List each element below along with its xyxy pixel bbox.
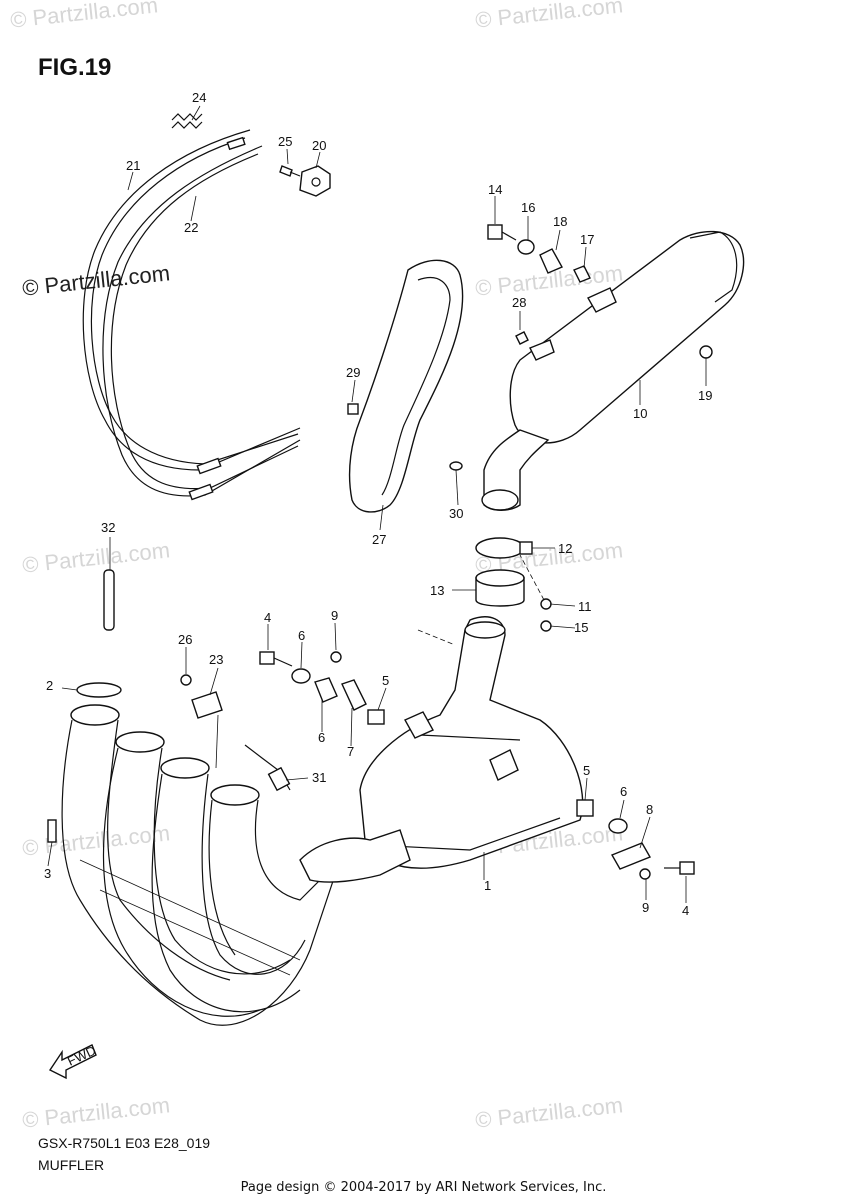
callout-5: 5 [583, 763, 590, 778]
callout-13: 13 [430, 583, 444, 598]
callout-3: 3 [44, 866, 51, 881]
exhaust-chamber [359, 616, 584, 869]
callout-25: 25 [278, 134, 292, 149]
callout-16: 16 [521, 200, 535, 215]
small-hardware [47, 224, 713, 880]
callout-15: 15 [574, 620, 588, 635]
callout-14: 14 [488, 182, 502, 197]
callout-18: 18 [553, 214, 567, 229]
muffler-body [481, 230, 745, 511]
callout-21: 21 [126, 158, 140, 173]
exhaust-headers [61, 704, 411, 1026]
callout-numbers: 1 2 3 4 4 5 5 6 6 6 7 8 9 9 10 11 12 13 … [44, 90, 712, 918]
callout-12: 12 [558, 541, 572, 556]
callout-9: 9 [642, 900, 649, 915]
callout-6: 6 [318, 730, 325, 745]
callout-5: 5 [382, 673, 389, 688]
callout-17: 17 [580, 232, 594, 247]
callout-11: 11 [578, 599, 592, 614]
callout-4: 4 [264, 610, 271, 625]
callout-23: 23 [209, 652, 223, 667]
heat-shield [348, 259, 464, 513]
callout-1: 1 [484, 878, 491, 893]
callout-6: 6 [298, 628, 305, 643]
page-credit: Page design © 2004-2017 by ARI Network S… [240, 1180, 607, 1195]
callout-6: 6 [620, 784, 627, 799]
callout-8: 8 [646, 802, 653, 817]
muffler-clamp [475, 537, 533, 607]
callout-20: 20 [312, 138, 326, 153]
figure-title: FIG.19 [38, 54, 112, 81]
callout-24: 24 [192, 90, 206, 105]
callout-2: 2 [46, 678, 53, 693]
valve-pulley [279, 165, 331, 197]
callout-9: 9 [331, 608, 338, 623]
leader-lines [47, 105, 707, 903]
fwd-label: FWD [65, 1043, 98, 1069]
callout-27: 27 [372, 532, 386, 547]
callout-22: 22 [184, 220, 198, 235]
callout-4: 4 [682, 903, 689, 918]
callout-32: 32 [101, 520, 115, 535]
callout-10: 10 [633, 406, 647, 421]
fwd-arrow: FWD [48, 1043, 98, 1080]
callout-29: 29 [346, 365, 360, 380]
callout-31: 31 [312, 770, 326, 785]
callout-19: 19 [698, 388, 712, 403]
exhaust-valve-cables [82, 113, 301, 501]
callout-26: 26 [178, 632, 192, 647]
model-code: GSX-R750L1 E03 E28_019 [38, 1135, 211, 1151]
callout-28: 28 [512, 295, 526, 310]
callout-7: 7 [347, 744, 354, 759]
section-name: MUFFLER [38, 1157, 105, 1173]
callout-30: 30 [449, 506, 463, 521]
